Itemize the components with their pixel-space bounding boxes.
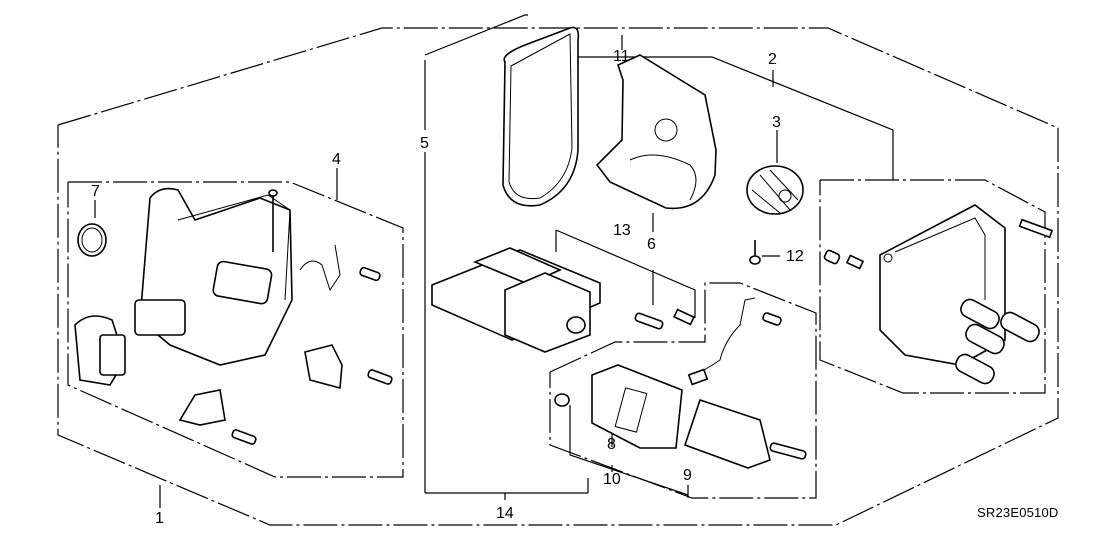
group-outline-10: [549, 282, 817, 499]
group-outline-4: [67, 181, 404, 478]
housing-wire: [299, 244, 341, 292]
callout-12: 12: [786, 248, 804, 265]
distributor-cap-part: [879, 204, 1040, 385]
coil-bolt: [634, 312, 664, 330]
distributor-housing-part: [74, 187, 293, 386]
housing-clip: [178, 389, 226, 426]
callout-11: 11: [613, 48, 630, 65]
callout-1: 1: [155, 510, 164, 527]
leak-cover-part: [595, 54, 717, 210]
igniter-wire: [687, 297, 756, 386]
callout-13: 13: [613, 222, 631, 239]
callout-8: 8: [607, 436, 616, 453]
leader-2: [608, 56, 894, 180]
cap-screw-part: [749, 240, 761, 265]
group-outline-13: [555, 229, 696, 318]
housing-bolt: [268, 189, 278, 252]
igniter-module-part: [591, 364, 683, 449]
callout-5: 5: [420, 135, 429, 152]
housing-bracket: [304, 344, 343, 390]
cover-gasket-part: [502, 26, 580, 207]
igniter-screw: [554, 393, 570, 407]
housing-screw-2: [367, 369, 393, 385]
ignition-coil-part: [431, 247, 601, 353]
housing-screw-1: [359, 266, 381, 282]
rotor-part: [746, 165, 804, 215]
callout-10: 10: [603, 471, 621, 488]
igniter-wire-screw: [762, 312, 782, 326]
callout-6: 6: [647, 236, 656, 253]
housing-screw-3: [231, 429, 257, 445]
group-outline-1: [57, 27, 1059, 526]
callout-4: 4: [332, 151, 341, 168]
callout-14: 14: [496, 505, 514, 522]
callout-7: 7: [91, 183, 100, 200]
diagram-code: SR23E0510D: [977, 505, 1059, 520]
cap-side-screw: [1018, 218, 1054, 239]
callout-3: 3: [772, 114, 781, 131]
condenser-part: [683, 398, 807, 469]
cap-spring: [823, 249, 865, 270]
callout-2: 2: [768, 51, 777, 68]
group-outline-2: [819, 179, 1046, 394]
group-outline-5: [424, 14, 528, 56]
coil-spring: [673, 308, 695, 326]
o-ring-part: [77, 223, 107, 257]
callout-9: 9: [683, 467, 692, 484]
